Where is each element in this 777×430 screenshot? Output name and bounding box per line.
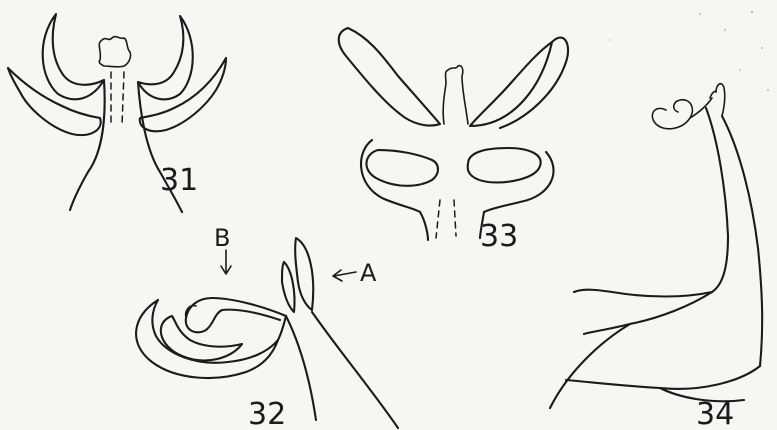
- figure-33: [339, 28, 568, 240]
- label-b: B: [214, 224, 230, 252]
- figure-32-number: 32: [248, 397, 286, 430]
- label-a: A: [360, 259, 377, 287]
- figure-34-number: 34: [696, 397, 734, 430]
- figure-31-number: 31: [160, 163, 198, 198]
- figure-34: [550, 84, 762, 408]
- figure-33-number: 33: [480, 219, 518, 254]
- paper-texture: [609, 11, 769, 91]
